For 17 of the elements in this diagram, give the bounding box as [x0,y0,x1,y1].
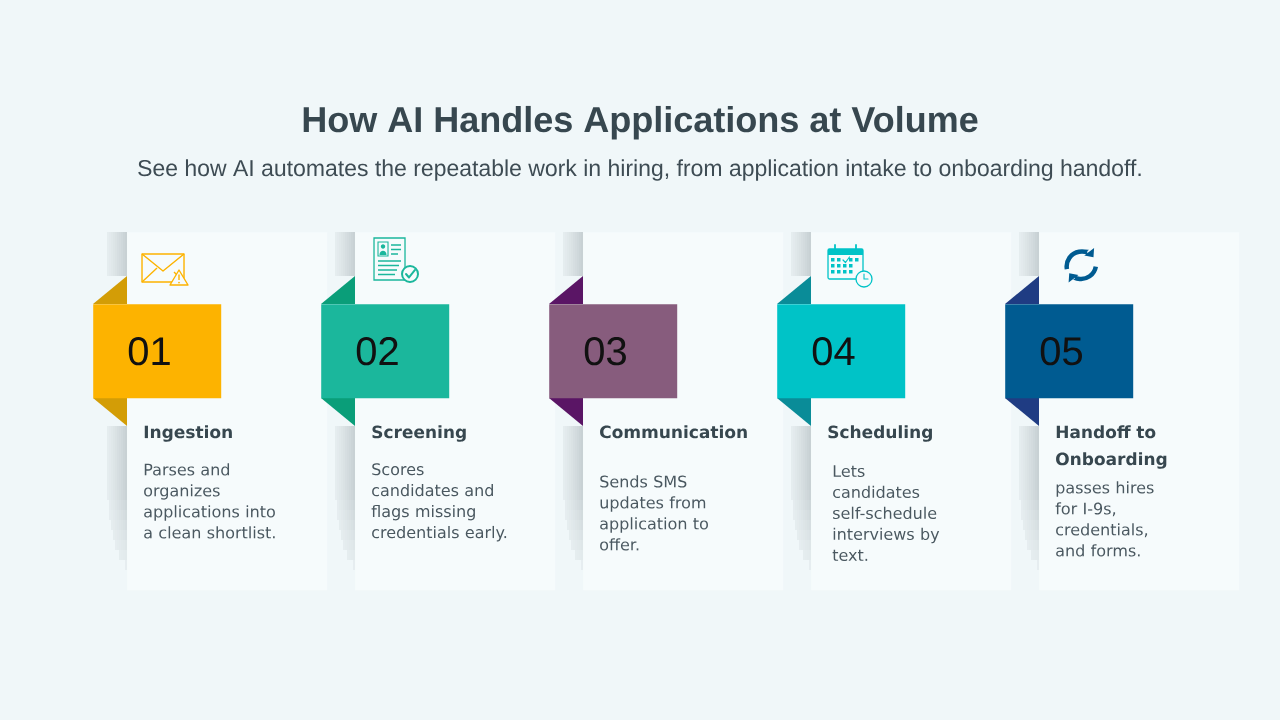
step-description: Lets candidates self-schedule interviews by text. [832,465,940,562]
step-description: passes hires for I-9s, credentials, and forms. [1055,481,1154,557]
step-heading: Scheduling [828,425,932,442]
number-ribbon: 03 [549,276,678,426]
step-description: Parses and organizes applications into a clean shortlist. [144,463,275,539]
step-heading: Handoff to Onboarding [1056,425,1167,469]
number-ribbon: 04 [777,276,906,426]
number-ribbon: 02 [321,276,450,426]
number-ribbon: 01 [93,276,222,426]
step-description: Scores candidates and flags missing credentials early. [371,463,507,542]
step-description: Sends SMS updates from application to offer. [600,475,708,551]
number-ribbon: 05 [1005,276,1134,426]
step-heading: Communication [600,425,747,439]
subtitle: See how AI automates the repeatable work in hiring, from application intake to onboarding handoff. [138,159,1141,181]
title: How AI Handles Applications at Volume [303,105,978,140]
step-heading: Screening [372,425,466,442]
step-heading: Ingestion [144,425,232,442]
